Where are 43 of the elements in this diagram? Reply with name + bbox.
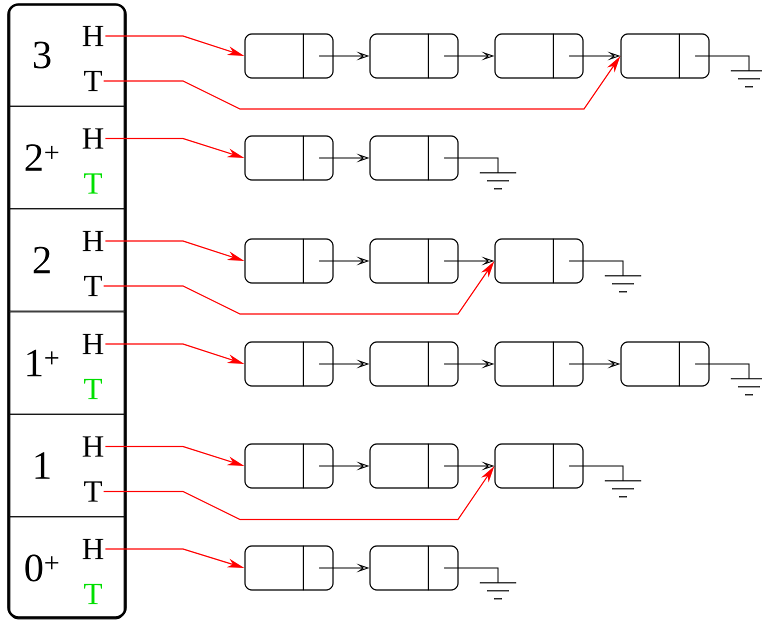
list-node-box: [369, 341, 459, 387]
list-node-box: [244, 33, 334, 79]
ground-symbol: [604, 480, 642, 498]
ground-wire: [444, 568, 498, 584]
list-node-box: [244, 238, 334, 284]
list-node-box: [620, 341, 710, 387]
pointer-label: T: [84, 173, 102, 194]
list-node-box: [369, 443, 459, 489]
table-frame: [7, 3, 127, 619]
ground-symbol: [480, 172, 516, 190]
ground-wire: [568, 466, 624, 482]
list-node-box: [244, 341, 334, 387]
list-node-box: [494, 238, 584, 284]
pointer-label: H: [82, 26, 104, 46]
list-node-box: [494, 33, 584, 79]
ground-symbol: [730, 378, 762, 396]
pointer-label: H: [82, 538, 104, 560]
list-node-box: [369, 545, 459, 591]
pointer-label: H: [82, 436, 104, 457]
pointer-label: T: [84, 70, 102, 92]
list-node-box: [369, 33, 459, 79]
pointer-label: T: [84, 276, 102, 296]
list-node-box: [369, 238, 459, 284]
pointer-label: H: [82, 334, 104, 354]
ground-wire: [694, 364, 750, 380]
ground-wire: [694, 56, 750, 72]
list-node-box: [620, 33, 710, 79]
pointer-label: T: [84, 584, 102, 604]
list-node-box: [244, 443, 334, 489]
ground-symbol: [730, 70, 762, 88]
pointer-label: T: [84, 481, 102, 502]
list-node-box: [494, 443, 584, 489]
ground-wire: [568, 260, 624, 276]
ground-symbol: [480, 582, 516, 600]
list-node-box: [244, 135, 334, 181]
pointer-label: T: [84, 378, 102, 400]
pointer-label: H: [82, 128, 104, 149]
ground-wire: [444, 158, 498, 174]
ground-symbol: [604, 275, 642, 292]
list-node-box: [244, 545, 334, 591]
pointer-label: H: [82, 230, 104, 252]
list-node-box: [369, 135, 459, 181]
list-node-box: [494, 341, 584, 387]
